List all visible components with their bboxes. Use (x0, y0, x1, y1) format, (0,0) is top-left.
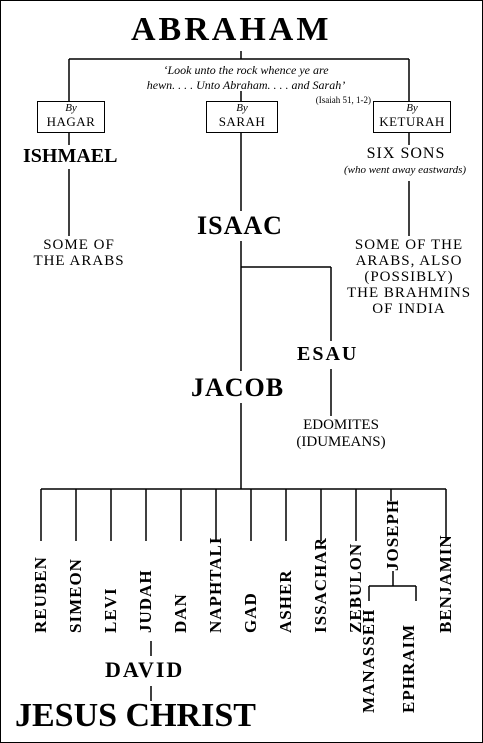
six-sons-descendants: SOME OF THE ARABS, ALSO (POSSIBLY) THE B… (339, 237, 479, 317)
desc-line: OF INDIA (372, 301, 446, 317)
desc-line: ARABS, ALSO (355, 253, 463, 269)
desc-line: THE ARABS (33, 253, 125, 269)
wife-box-hagar: By HAGAR (37, 101, 105, 133)
tribe-joseph: JOSEPH (383, 498, 402, 571)
wife-name: KETURAH (379, 114, 445, 129)
esau-label: ESAU (297, 343, 359, 365)
tribe-levi: LEVI (101, 587, 120, 633)
tribe-naphtali: NAPHTALI (206, 536, 225, 633)
quote-reference: (Isaiah 51, 1-2) (315, 95, 371, 105)
tribe-dan: DAN (171, 593, 190, 633)
tribe-reuben: REUBEN (31, 556, 50, 633)
isaac-label: ISAAC (197, 211, 283, 240)
six-sons-note: (who went away eastwards) (343, 164, 467, 176)
wife-by-label: By (406, 102, 418, 114)
tribe-issachar: ISSACHAR (311, 537, 330, 633)
joseph-son-manasseh: MANASSEH (359, 608, 378, 713)
joseph-son-ephraim: EPHRAIM (399, 623, 418, 713)
david-label: DAVID (105, 657, 185, 682)
quote-line-2: hewn. . . . Unto Abraham. . . . and Sara… (146, 78, 346, 92)
desc-line: SOME OF (43, 237, 115, 253)
wife-by-label: By (236, 102, 248, 114)
tribe-benjamin: BENJAMIN (436, 534, 455, 633)
isaiah-quote: ‘Look unto the rock whence ye are hewn. … (121, 63, 371, 108)
tribe-asher: ASHER (276, 569, 295, 633)
tribe-simeon: SIMEON (66, 558, 85, 633)
desc-line: (POSSIBLY) (364, 269, 454, 285)
edomites-label: EDOMITES (IDUMEANS) (281, 417, 401, 451)
ishmael-label: ISHMAEL (23, 145, 118, 167)
wife-box-sarah: By SARAH (206, 101, 278, 133)
wife-name: SARAH (218, 114, 266, 129)
wife-by-label: By (65, 102, 77, 114)
jesus-christ-label: JESUS CHRIST (15, 697, 256, 734)
edomites-line: EDOMITES (303, 417, 379, 433)
jacob-label: JACOB (191, 373, 285, 402)
desc-line: SOME OF THE (354, 237, 464, 253)
desc-line: THE BRAHMINS (346, 285, 472, 301)
six-sons-label: SIX SONS (366, 145, 446, 162)
ishmael-descendants: SOME OF THE ARABS (19, 237, 139, 269)
wife-name: HAGAR (46, 114, 96, 129)
tribe-gad: GAD (241, 592, 260, 633)
tribe-judah: JUDAH (136, 569, 155, 633)
wife-box-keturah: By KETURAH (373, 101, 451, 133)
quote-line-1: ‘Look unto the rock whence ye are (163, 63, 329, 77)
edomites-line: (IDUMEANS) (296, 434, 386, 450)
abraham-heading: ABRAHAM (131, 11, 332, 48)
